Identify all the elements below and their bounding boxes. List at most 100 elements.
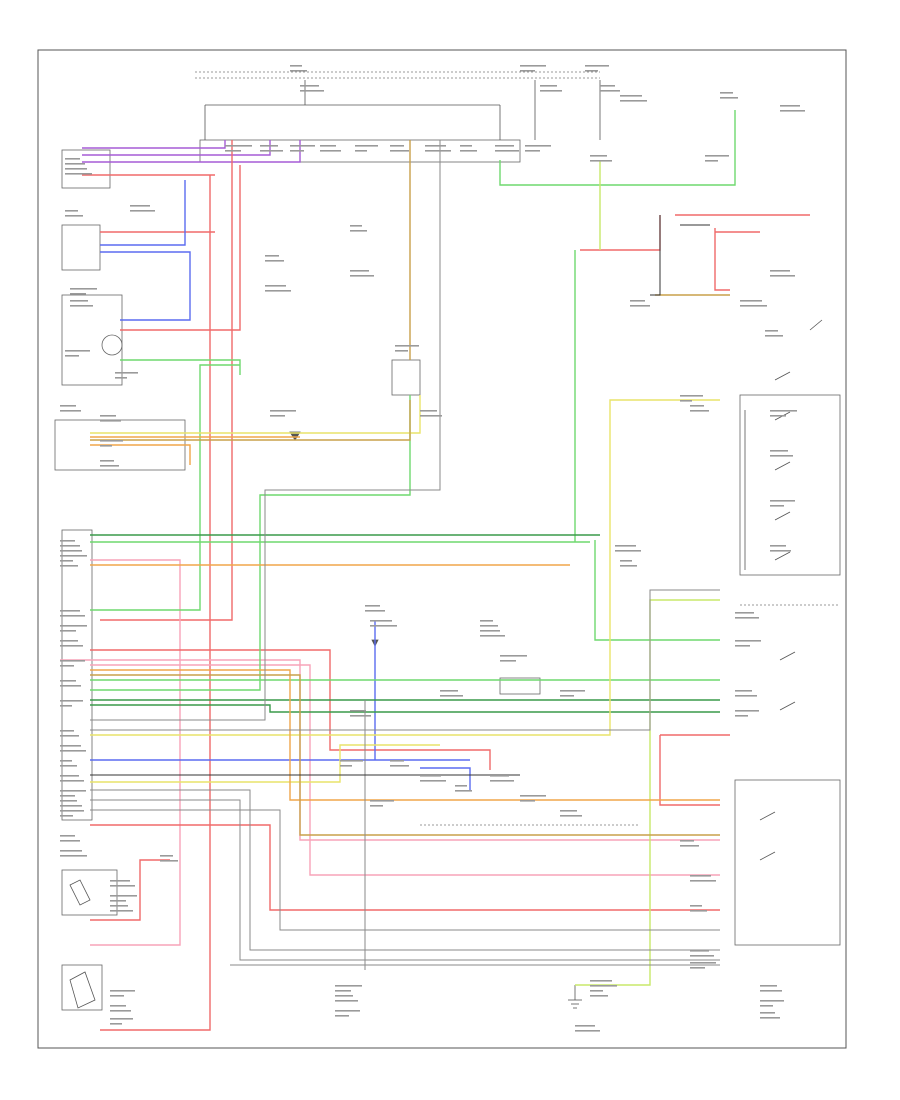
- label-mark: [760, 985, 782, 992]
- label-mark: [335, 995, 358, 1002]
- label-mark: [590, 155, 612, 162]
- wire-blue-3: [420, 767, 471, 790]
- top-connector-row: [199, 80, 601, 163]
- label-mark: [760, 1012, 780, 1019]
- wire-blue-2: [100, 180, 186, 246]
- label-mark: [110, 905, 133, 912]
- label-mark: [780, 105, 805, 112]
- label-mark: [350, 270, 374, 277]
- label-mark: [60, 835, 80, 842]
- ground-icon: [289, 431, 582, 1009]
- wire-green-right: [594, 540, 720, 641]
- label-mark: [480, 620, 498, 627]
- label-mark: [60, 850, 87, 857]
- label-mark: [620, 560, 637, 567]
- label-mark: [320, 145, 341, 152]
- label-mark: [70, 288, 97, 295]
- label-mark: [690, 875, 716, 882]
- brake-motor-box: [61, 224, 101, 271]
- label-mark: [585, 65, 609, 72]
- cruise-actuator-box: [734, 779, 841, 946]
- label-mark: [365, 605, 385, 612]
- label-mark: [355, 145, 378, 152]
- switch-group-box: [739, 394, 841, 576]
- label-mark: [590, 990, 608, 997]
- label-mark: [60, 790, 86, 797]
- brake-pedal-switch-box: [61, 964, 103, 1011]
- cruise-switch-icon: [69, 879, 96, 1009]
- label-mark: [770, 410, 797, 417]
- label-mark: [335, 985, 362, 992]
- label-mark: [370, 620, 397, 627]
- label-mark: [290, 145, 315, 152]
- label-mark: [110, 1018, 133, 1025]
- wire-yellow-cluster: [90, 395, 421, 434]
- wire-green-relay: [90, 395, 411, 691]
- label-mark: [65, 168, 92, 175]
- label-mark: [65, 158, 85, 165]
- label-marks: [60, 65, 805, 1032]
- wire-pink-2: [90, 664, 720, 876]
- wire-pink-ecm: [90, 559, 181, 946]
- label-mark: [340, 760, 363, 767]
- label-mark: [500, 655, 527, 662]
- wire-gray-lower2: [90, 799, 720, 961]
- label-mark: [100, 440, 123, 447]
- vehicle-speed-sensor-box: [61, 294, 123, 386]
- splice-connector-box: [499, 677, 541, 695]
- label-mark: [60, 610, 85, 617]
- label-mark: [115, 372, 138, 379]
- label-mark: [540, 85, 562, 92]
- label-mark: [60, 700, 83, 707]
- label-mark: [260, 145, 283, 152]
- label-mark: [735, 710, 759, 717]
- label-mark: [290, 65, 307, 72]
- label-mark: [350, 710, 371, 717]
- label-mark: [460, 145, 477, 152]
- label-mark: [110, 895, 137, 902]
- label-mark: [690, 950, 714, 957]
- label-mark: [350, 225, 367, 232]
- wire-blue-1: [100, 251, 191, 321]
- relay-box: [391, 359, 421, 396]
- wire-red-long: [100, 175, 211, 1031]
- label-mark: [560, 810, 582, 817]
- wire-yellow-2: [90, 744, 440, 783]
- label-mark: [480, 630, 505, 637]
- wire-tan-act: [90, 674, 720, 836]
- label-mark: [60, 625, 87, 632]
- label-mark: [770, 500, 795, 507]
- label-mark: [100, 415, 121, 422]
- label-mark: [60, 680, 81, 687]
- label-mark: [560, 690, 585, 697]
- label-mark: [525, 145, 551, 152]
- wire-red-tr4: [580, 215, 661, 251]
- label-mark: [690, 405, 709, 412]
- label-mark: [520, 795, 546, 802]
- label-mark: [225, 145, 252, 152]
- label-mark: [590, 980, 617, 987]
- label-mark: [455, 785, 472, 792]
- speed-sensor-icon: [101, 334, 123, 356]
- label-mark: [130, 205, 155, 212]
- label-mark: [60, 550, 87, 557]
- label-mark: [740, 300, 767, 307]
- switch-icon: [744, 319, 823, 861]
- wire-black-2: [650, 215, 661, 296]
- wire-violet-3: [82, 140, 301, 163]
- label-mark: [770, 450, 793, 457]
- wire-gray-lower4: [90, 809, 720, 931]
- label-mark: [495, 145, 519, 152]
- label-mark: [60, 745, 86, 752]
- label-mark: [60, 640, 83, 647]
- label-mark: [770, 545, 791, 552]
- wire-red-sw: [90, 859, 170, 921]
- label-mark: [60, 775, 84, 782]
- label-mark: [60, 730, 79, 737]
- label-mark: [60, 760, 77, 767]
- label-mark: [110, 1005, 131, 1012]
- label-mark: [390, 760, 409, 767]
- label-mark: [575, 1025, 600, 1032]
- wire-red-lower: [90, 824, 720, 911]
- wire-violet-1: [82, 140, 226, 149]
